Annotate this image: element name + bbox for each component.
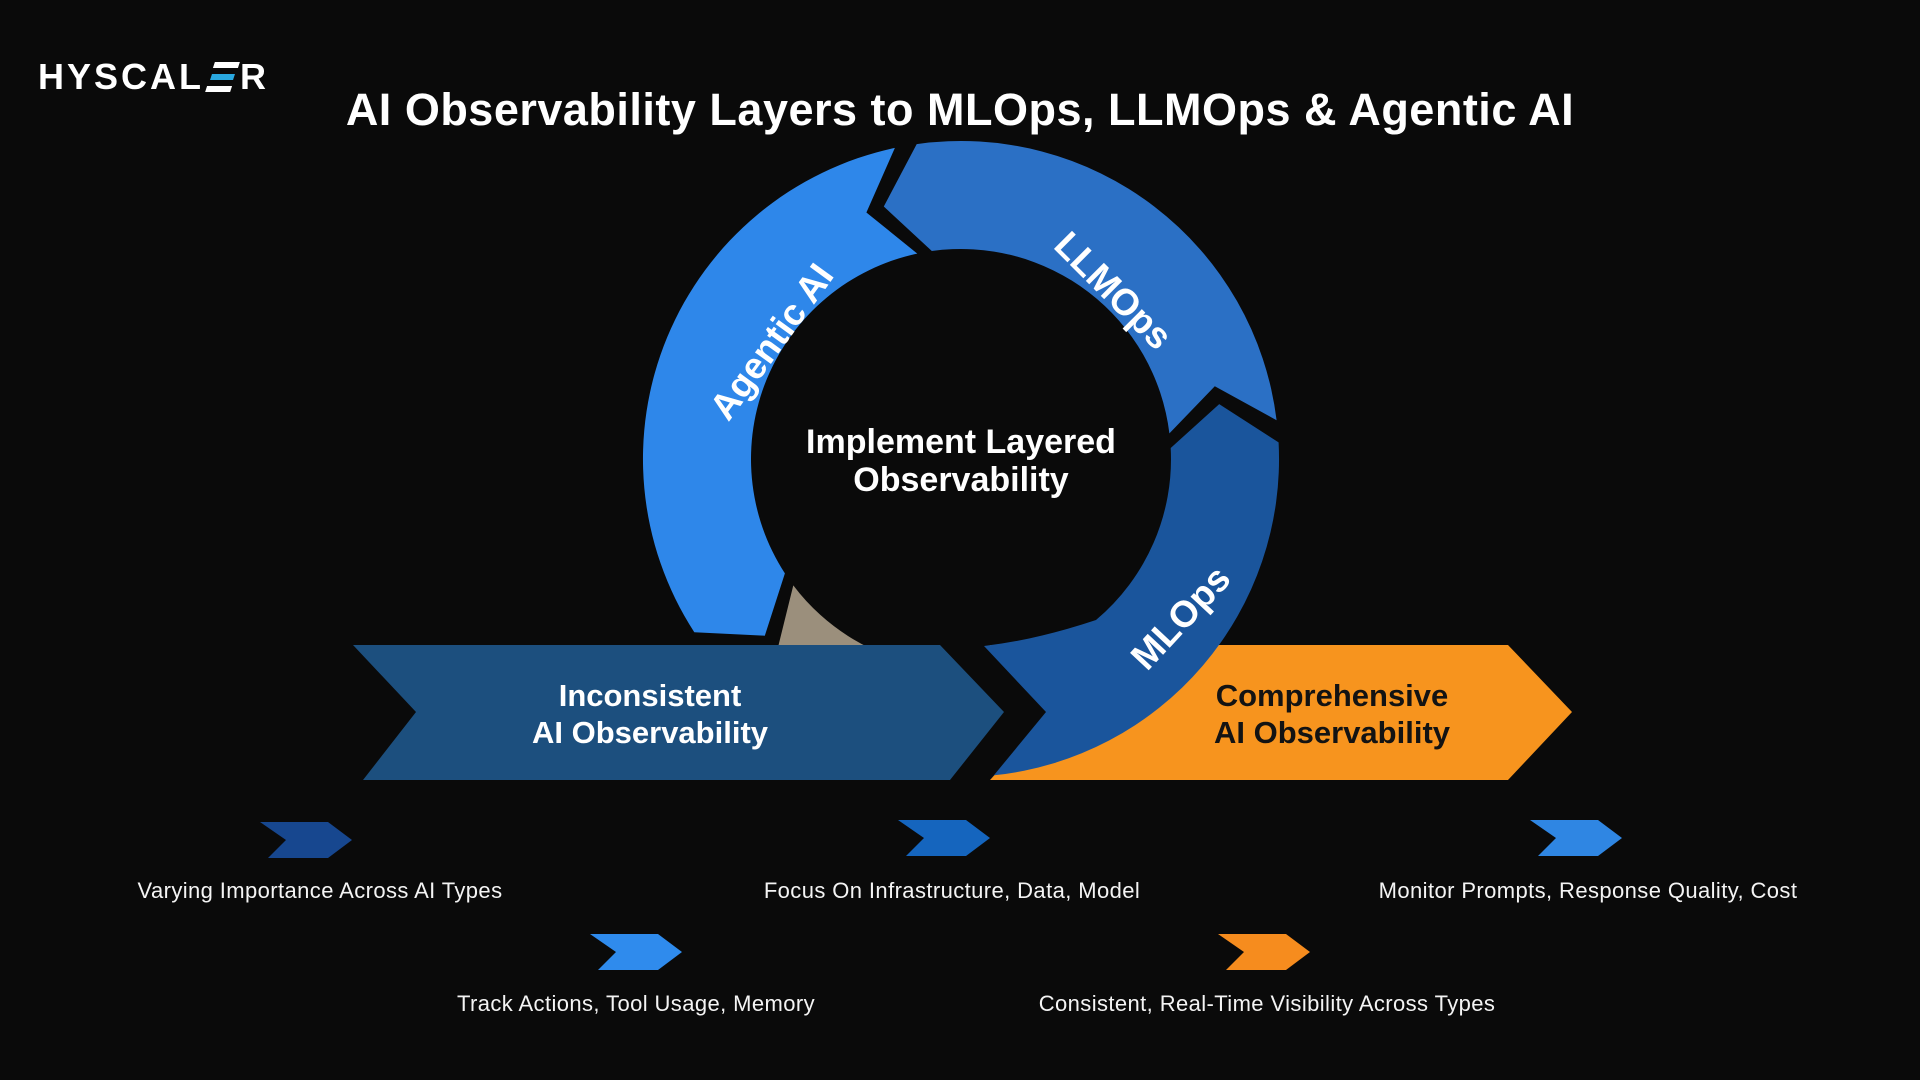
callout-arrow-consistent-icon (1218, 934, 1310, 970)
cycle-center-text: Implement Layered Observability (806, 423, 1116, 499)
mlops-segment (984, 404, 1280, 780)
callout-label-monitor: Monitor Prompts, Response Quality, Cost (1378, 878, 1798, 903)
hyscaler-logo: HYSCAL R (38, 56, 269, 98)
inconsistent-line-2: AI Observability (531, 715, 769, 750)
callout-label-focus: Focus On Infrastructure, Data, Model (763, 878, 1141, 903)
callout-label-track: Track Actions, Tool Usage, Memory (457, 991, 815, 1016)
center-line-1: Implement Layered (806, 423, 1116, 461)
callout-arrow-focus-icon (898, 820, 990, 856)
callout-arrow-varying-icon (260, 822, 352, 858)
callout-arrow-monitor-icon (1530, 820, 1622, 856)
logo-suffix: R (240, 56, 270, 97)
comprehensive-banner-text: Comprehensive AI Observability (1214, 677, 1450, 751)
inconsistent-line-1: Inconsistent (558, 678, 742, 713)
inconsistent-banner (353, 645, 1004, 780)
agentic-ai-segment (642, 147, 918, 636)
page-title: AI Observability Layers to MLOps, LLMOps… (345, 84, 1575, 135)
comprehensive-line-2: AI Observability (1213, 715, 1451, 750)
callout-arrow-track-icon (590, 934, 682, 970)
llmops-segment (883, 141, 1277, 434)
center-line-2: Observability (853, 461, 1069, 499)
callout-label-consistent: Consistent, Real-Time Visibility Across … (1038, 991, 1496, 1016)
comprehensive-line-1: Comprehensive (1215, 678, 1449, 713)
inconsistent-banner-text: Inconsistent AI Observability (532, 677, 768, 751)
callout-label-varying: Varying Importance Across AI Types (137, 878, 503, 903)
logo-text: HYSCAL (38, 56, 205, 97)
